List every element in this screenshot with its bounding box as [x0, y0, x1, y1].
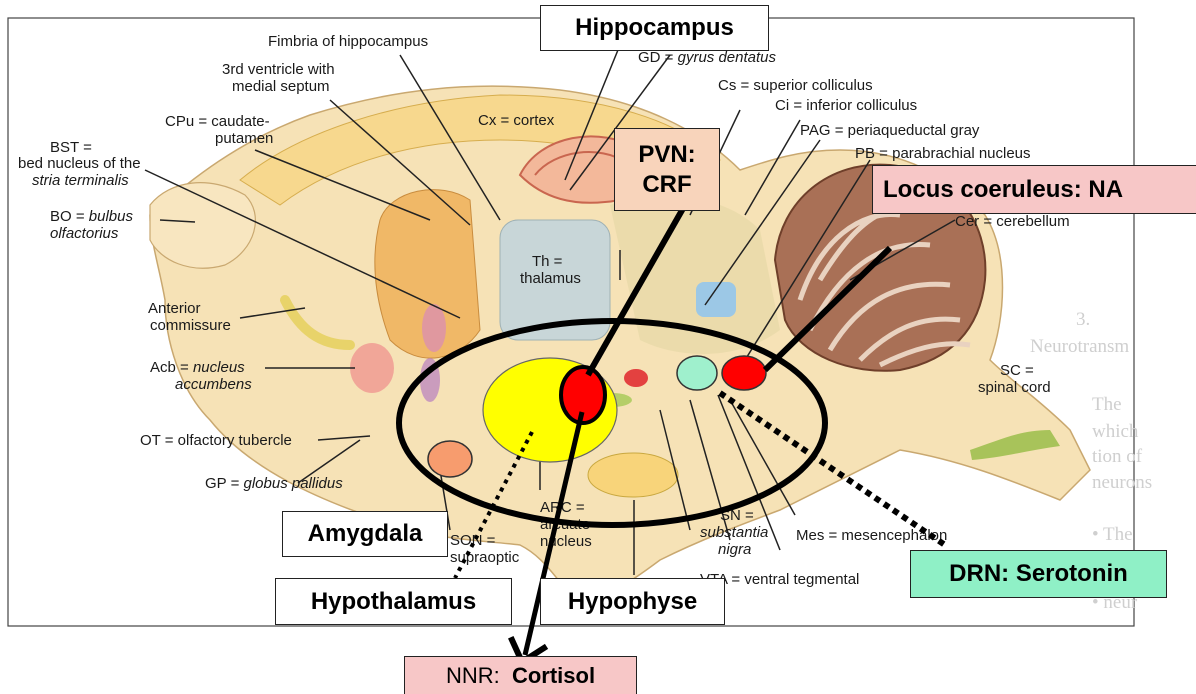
svg-text:thalamus: thalamus: [520, 270, 581, 287]
svg-text:neurons: neurons: [1092, 472, 1152, 493]
label-bo: BO = bulbus: [50, 208, 133, 225]
drn-nucleus: [677, 356, 717, 390]
drn-box-text: DRN: Serotonin: [949, 559, 1128, 589]
amygdala-box: Amygdala: [282, 511, 448, 557]
label-anterior: Anterior: [148, 300, 201, 317]
svg-text:spinal cord: spinal cord: [978, 379, 1051, 396]
amygdala-box-text: Amygdala: [308, 519, 423, 549]
label-sc: SC =: [1000, 362, 1034, 379]
hippocampus-box: Hippocampus: [540, 5, 769, 51]
label-ventricle: 3rd ventricle with: [222, 61, 335, 78]
svg-text:The: The: [1092, 394, 1122, 415]
label-pb: PB = parabrachial nucleus: [855, 145, 1031, 162]
svg-text:accumbens: accumbens: [175, 376, 252, 393]
label-ot: OT = olfactory tubercle: [140, 432, 292, 449]
label-pag: PAG = periaqueductal gray: [800, 122, 980, 139]
pvn-box: PVN: CRF: [614, 128, 720, 211]
label-fimbria: Fimbria of hippocampus: [268, 33, 428, 50]
hippocampus-box-text: Hippocampus: [575, 13, 734, 43]
label-cx: Cx = cortex: [478, 112, 555, 129]
svg-text:putamen: putamen: [215, 130, 273, 147]
svg-text:• The: • The: [1092, 524, 1133, 545]
svg-text:Neurotransm: Neurotransm: [1030, 336, 1129, 357]
hypophyse-box-text: Hypophyse: [568, 587, 697, 617]
amygdala-nucleus: [428, 441, 472, 477]
nnr-box-cortisol: Cortisol: [512, 661, 595, 691]
svg-text:nigra: nigra: [718, 541, 751, 558]
locus-coeruleus-box: Locus coeruleus: NA: [872, 165, 1196, 214]
label-gp: GP = globus pallidus: [205, 475, 343, 492]
label-cpu: CPu = caudate-: [165, 113, 270, 130]
nnr-box: NNR: Cortisol: [404, 656, 637, 694]
svg-text:3.: 3.: [1076, 309, 1090, 330]
hypothalamus-box-text: Hypothalamus: [311, 587, 476, 617]
svg-text:tion of: tion of: [1092, 446, 1143, 467]
label-cs: Cs = superior colliculus: [718, 77, 873, 94]
hypothalamus-box: Hypothalamus: [275, 578, 512, 625]
hypophyse-box: Hypophyse: [540, 578, 725, 625]
label-cer: Cer = cerebellum: [955, 213, 1070, 230]
svg-text:commissure: commissure: [150, 317, 231, 334]
label-bst: BST =: [50, 139, 92, 156]
svg-text:bed nucleus of the: bed nucleus of the: [18, 155, 141, 172]
locus-coeruleus-nucleus: [722, 356, 766, 390]
locus-coeruleus-box-text: Locus coeruleus: NA: [883, 175, 1123, 205]
olfactory-bulb: [150, 183, 255, 269]
svg-text:medial septum: medial septum: [232, 78, 330, 95]
pvn-box-line2: CRF: [642, 170, 691, 200]
svg-text:which: which: [1092, 421, 1139, 442]
svg-text:olfactorius: olfactorius: [50, 225, 119, 242]
svg-text:supraoptic: supraoptic: [450, 549, 520, 566]
svg-text:stria terminalis: stria terminalis: [32, 172, 129, 189]
svg-text:substantia: substantia: [700, 524, 768, 541]
label-ci: Ci = inferior colliculus: [775, 97, 917, 114]
drn-box: DRN: Serotonin: [910, 550, 1167, 598]
label-gd: GD = gyrus dentatus: [638, 49, 777, 66]
label-th: Th =: [532, 253, 563, 270]
nnr-box-prefix: NNR:: [446, 661, 512, 691]
pvn-box-line1: PVN:: [638, 140, 695, 170]
label-acb: Acb = nucleus: [150, 359, 245, 376]
